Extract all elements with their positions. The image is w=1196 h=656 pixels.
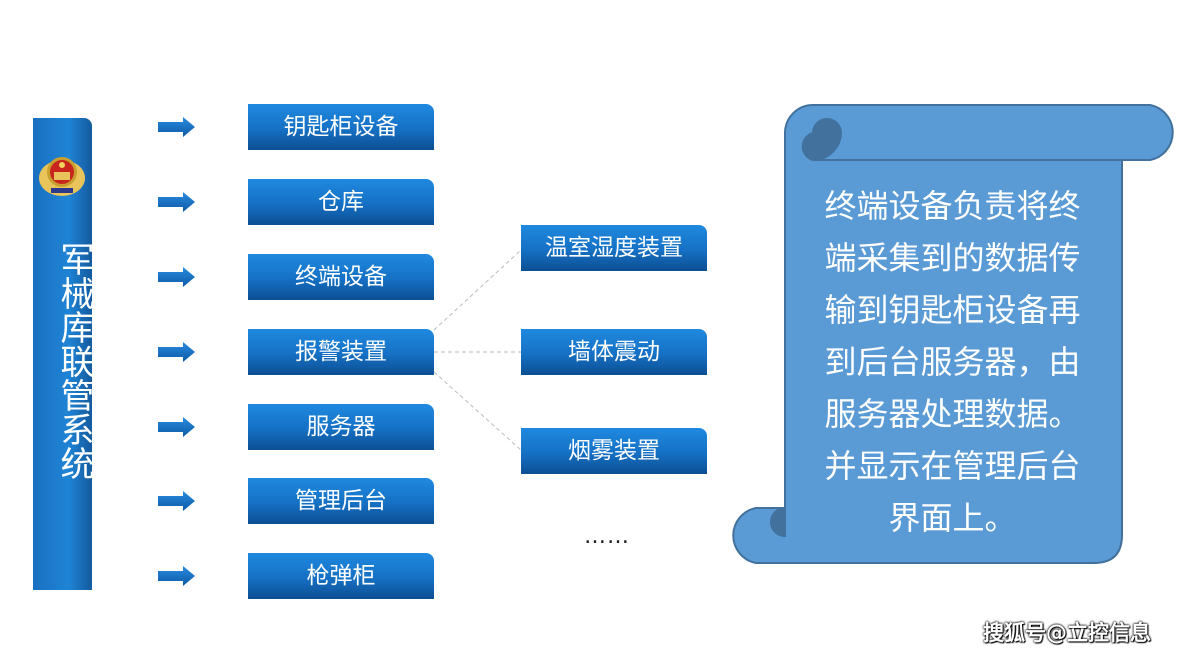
right-arrow-icon [158, 267, 195, 287]
connector-smoke [433, 371, 522, 451]
component-server: 服务器 [248, 404, 434, 450]
description-line: 界面上。 [888, 499, 1017, 537]
right-arrow-icon [158, 342, 195, 362]
alarm-item-smoke: 烟雾装置 [521, 428, 707, 474]
description-line: 终端设备负责将终 [824, 187, 1081, 225]
component-terminal: 终端设备 [248, 254, 434, 300]
component-key-cabinet: 钥匙柜设备 [248, 104, 434, 150]
system-title: 军械库联管系统 [54, 242, 94, 480]
component-warehouse: 仓库 [248, 179, 434, 225]
right-arrow-icon [158, 491, 195, 511]
police-emblem-icon [39, 157, 85, 196]
component-gun-cabinet: 枪弹柜 [248, 553, 434, 599]
scroll-description: 终端设备负责将终 端采集到的数据传 输到钥匙柜设备再 到后台服务器，由 服务器处… [795, 180, 1110, 544]
ellipsis: …… [584, 524, 630, 549]
component-admin-backend: 管理后台 [248, 478, 434, 524]
alarm-item-wall-vibration: 墙体震动 [521, 329, 707, 375]
description-line: 到后台服务器，由 [824, 343, 1081, 381]
alarm-item-humidity: 温室湿度装置 [521, 225, 707, 271]
connector-humidity [433, 249, 522, 331]
description-line: 服务器处理数据。 [824, 395, 1081, 433]
description-line: 端采集到的数据传 [824, 239, 1081, 277]
right-arrow-icon [158, 417, 195, 437]
description-line: 并显示在管理后台 [824, 447, 1081, 485]
system-sidebar: 军械库联管系统 [33, 118, 94, 590]
right-arrow-icon [158, 117, 195, 137]
component-alarm: 报警装置 [248, 329, 434, 375]
right-arrow-icon [158, 192, 195, 212]
description-line: 输到钥匙柜设备再 [824, 291, 1081, 329]
right-arrow-icon [158, 566, 195, 586]
watermark: 搜狐号@立控信息 [983, 621, 1151, 645]
